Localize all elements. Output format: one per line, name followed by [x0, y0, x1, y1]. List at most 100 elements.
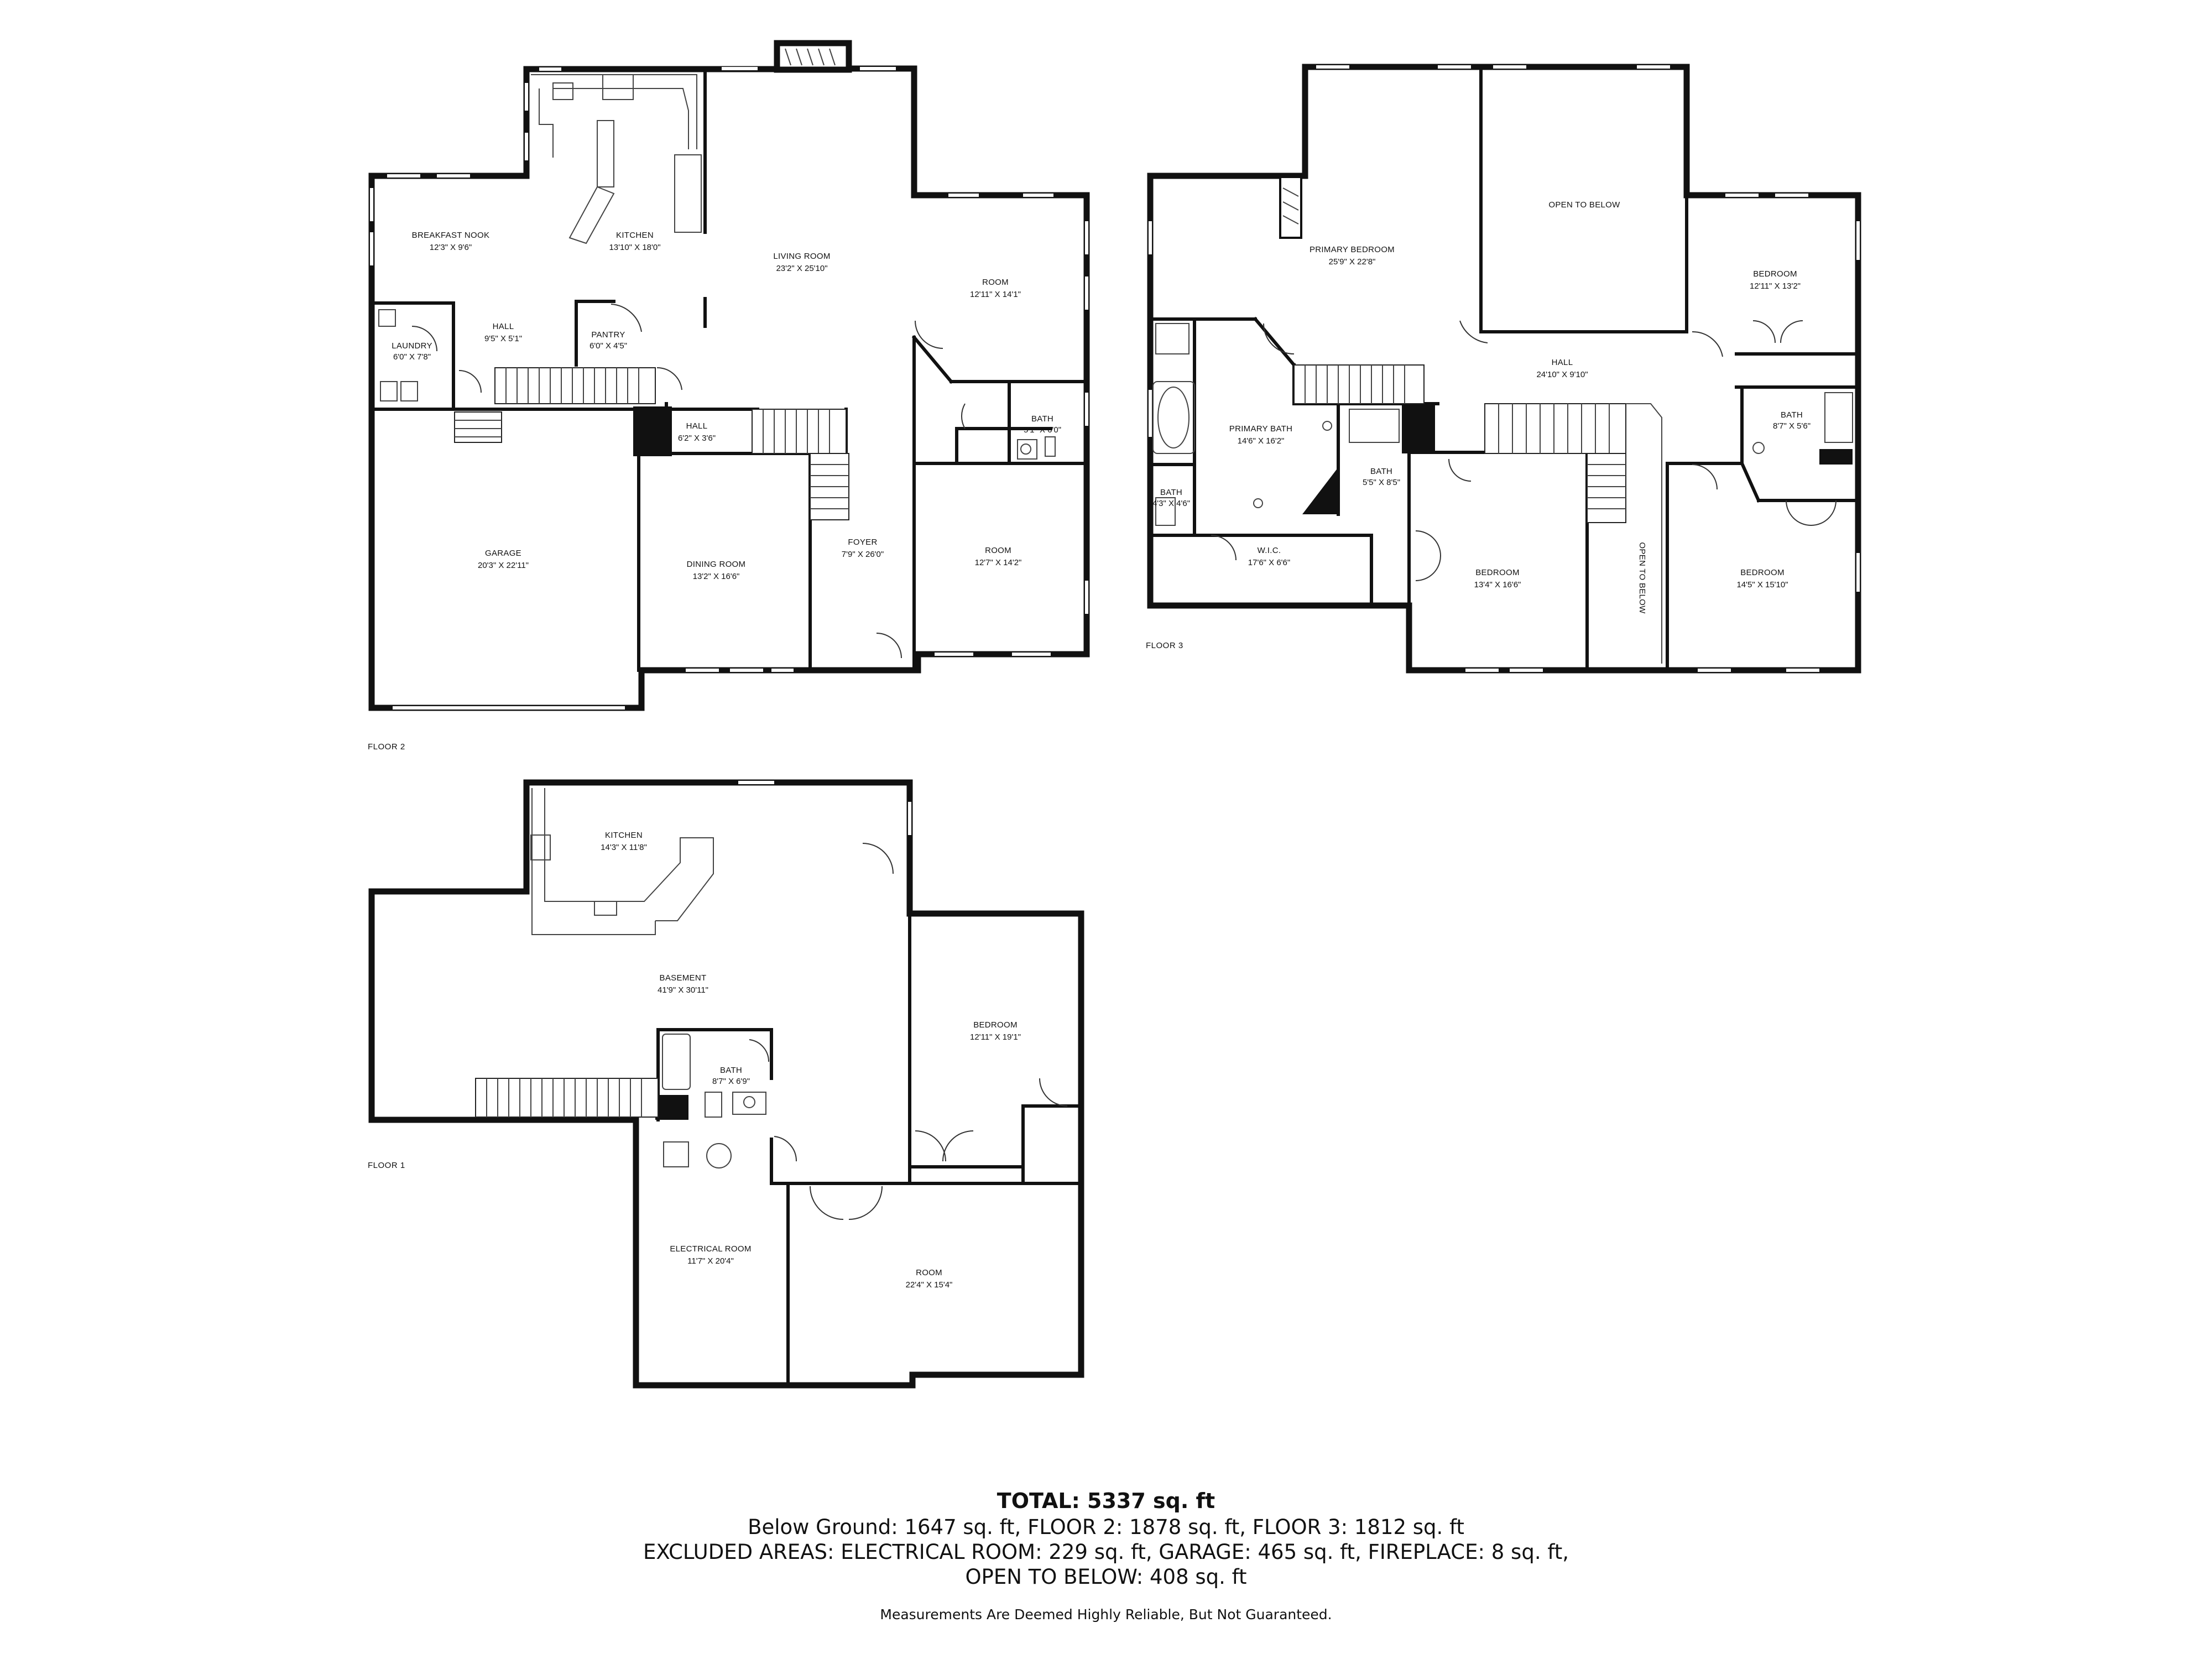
floor-1-fixtures: [662, 1034, 766, 1168]
floor-2-interior-walls: [370, 67, 1088, 672]
room-dim-bedroom-a: 12'11" X 13'2": [1750, 281, 1801, 291]
basement-kitchen-counters: [530, 788, 714, 935]
room-name-bedroom-c: BEDROOM: [1740, 568, 1785, 577]
floor-2-room-labels: BREAKFAST NOOK 12'3" X 9'6" KITCHEN 13'1…: [392, 231, 1061, 581]
excluded-areas-continued: OPEN TO BELOW: 408 sq. ft: [965, 1565, 1247, 1589]
floor-2-outer-wall: [368, 65, 1090, 711]
room-dim-primary-bath: 14'6" X 16'2": [1238, 436, 1285, 446]
room-name-basement: BASEMENT: [660, 973, 707, 983]
room-dim-bath-b: 5'5" X 8'5": [1363, 478, 1400, 487]
room-dim-bath-a: 8'7" X 5'6": [1773, 421, 1811, 431]
room-dim-dining-room: 13'2" X 16'6": [693, 572, 740, 581]
room-dim-room-b: 12'7" X 14'2": [975, 558, 1022, 567]
room-name-basement-room: ROOM: [916, 1268, 942, 1277]
room-name-hall: HALL: [1552, 358, 1573, 367]
room-name-bath-a: BATH: [1781, 410, 1803, 420]
floor-3-plan: PRIMARY BEDROOM 25'9" X 22'8" OPEN TO BE…: [1146, 64, 1861, 674]
excluded-areas: EXCLUDED AREAS: ELECTRICAL ROOM: 229 sq.…: [643, 1540, 1569, 1564]
floor-1-windows: [738, 781, 911, 835]
room-name-electrical-room: ELECTRICAL ROOM: [670, 1244, 751, 1254]
room-dim-bath: 5'1" X 6'0": [1024, 425, 1061, 435]
room-name-bedroom-a: BEDROOM: [1753, 269, 1797, 279]
room-name-bath-b: BATH: [1370, 467, 1392, 476]
floor-2-label: FLOOR 2: [368, 742, 405, 752]
room-dim-basement-kitchen: 14'3" X 11'8": [601, 843, 647, 852]
room-name-room-b: ROOM: [985, 546, 1011, 555]
room-dim-breakfast-nook: 12'3" X 9'6": [430, 243, 472, 252]
room-name-living-room: LIVING ROOM: [773, 252, 830, 261]
basement-stairs: [475, 1078, 659, 1118]
room-name-garage: GARAGE: [485, 549, 521, 558]
room-dim-hall-b: 6'2" X 3'6": [678, 434, 716, 443]
floor-1-label: FLOOR 1: [368, 1161, 405, 1170]
floor-1-interior-walls: [656, 781, 1083, 1387]
total-area: TOTAL: 5337 sq. ft: [997, 1489, 1215, 1513]
area-breakdown: Below Ground: 1647 sq. ft, FLOOR 2: 1878…: [748, 1515, 1464, 1539]
room-dim-basement-bath: 8'7" X 6'9": [712, 1077, 750, 1086]
floor-3-stairs: [1293, 364, 1662, 664]
floor-2-windows: [370, 67, 1088, 709]
room-name-open-to-below-side: OPEN TO BELOW: [1637, 542, 1647, 614]
room-name-breakfast-nook: BREAKFAST NOOK: [412, 231, 490, 240]
room-name-hall-a: HALL: [493, 322, 514, 331]
floor-1-room-labels: KITCHEN 14'3" X 11'8" BASEMENT 41'9" X 3…: [601, 831, 1021, 1290]
room-dim-primary-bedroom: 25'9" X 22'8": [1329, 257, 1376, 267]
room-name-foyer: FOYER: [848, 538, 877, 547]
room-name-dining-room: DINING ROOM: [687, 560, 746, 569]
room-name-kitchen: KITCHEN: [616, 231, 654, 240]
floor-1-plan: KITCHEN 14'3" X 11'8" BASEMENT 41'9" X 3…: [368, 779, 1084, 1389]
room-dim-pantry: 6'0" X 4'5": [589, 341, 627, 351]
structural-column: [1402, 404, 1435, 453]
room-dim-hall: 24'10" X 9'10": [1536, 370, 1588, 379]
floor-2-stairs: [454, 367, 849, 520]
structural-column: [633, 406, 672, 456]
structural-column: [655, 1095, 688, 1120]
room-dim-wic: 17'6" X 6'6": [1248, 558, 1290, 567]
floor-3-doors: [1211, 320, 1837, 581]
room-dim-basement-room: 22'4" X 15'4": [906, 1280, 953, 1290]
room-name-primary-bath: PRIMARY BATH: [1229, 424, 1292, 434]
kitchen-counters: [531, 74, 702, 244]
room-dim-electrical-room: 11'7" X 20'4": [687, 1256, 734, 1266]
room-name-room-a: ROOM: [982, 278, 1009, 287]
floor-1-doors: [749, 843, 1068, 1220]
floor-2-fixtures: [378, 309, 1056, 460]
room-name-basement-bedroom: BEDROOM: [973, 1020, 1018, 1030]
disclaimer: Measurements Are Deemed Highly Reliable,…: [880, 1606, 1332, 1623]
floor-3-interior-walls: [1149, 65, 1860, 672]
room-name-pantry: PANTRY: [591, 330, 625, 340]
floor-3-room-labels: PRIMARY BEDROOM 25'9" X 22'8" OPEN TO BE…: [1152, 200, 1811, 614]
room-dim-laundry: 6'0" X 7'8": [393, 352, 431, 362]
room-name-laundry: LAUNDRY: [392, 341, 432, 351]
room-dim-foyer: 7'9" X 26'0": [842, 550, 884, 559]
room-name-hall-b: HALL: [686, 421, 708, 431]
room-dim-room-a: 12'11" X 14'1": [970, 290, 1021, 299]
room-dim-bath-c: 4'3" X 4'6": [1152, 499, 1190, 508]
floor-3-label: FLOOR 3: [1146, 641, 1183, 650]
room-dim-living-room: 23'2" X 25'10": [776, 264, 827, 273]
room-dim-hall-a: 9'5" X 5'1": [484, 334, 522, 343]
room-name-wic: W.I.C.: [1258, 546, 1281, 555]
fireplace: [774, 40, 852, 73]
room-name-open-to-below: OPEN TO BELOW: [1548, 200, 1620, 210]
room-dim-kitchen: 13'10" X 18'0": [609, 243, 660, 252]
room-dim-basement-bedroom: 12'11" X 19'1": [970, 1032, 1021, 1042]
room-name-bedroom-b: BEDROOM: [1475, 568, 1520, 577]
room-dim-bedroom-c: 14'5" X 15'10": [1736, 580, 1788, 589]
room-name-bath: BATH: [1031, 414, 1053, 424]
room-name-primary-bedroom: PRIMARY BEDROOM: [1310, 245, 1395, 254]
room-dim-basement: 41'9" X 30'11": [658, 985, 708, 995]
structural-column: [1302, 467, 1338, 514]
room-dim-garage: 20'3" X 22'11": [478, 561, 529, 570]
floor-2-doors: [411, 304, 966, 659]
floor-3-windows: [1149, 65, 1860, 672]
structural-column: [1819, 449, 1853, 465]
room-name-basement-bath: BATH: [720, 1066, 742, 1075]
room-name-bath-c: BATH: [1160, 488, 1182, 497]
floor-2-plan: BREAKFAST NOOK 12'3" X 9'6" KITCHEN 13'1…: [368, 40, 1090, 752]
room-name-basement-kitchen: KITCHEN: [605, 831, 643, 840]
room-dim-bedroom-b: 13'4" X 16'6": [1474, 580, 1521, 589]
fireplace-upper: [1279, 176, 1302, 239]
floor-3-fixtures: [1152, 323, 1853, 526]
